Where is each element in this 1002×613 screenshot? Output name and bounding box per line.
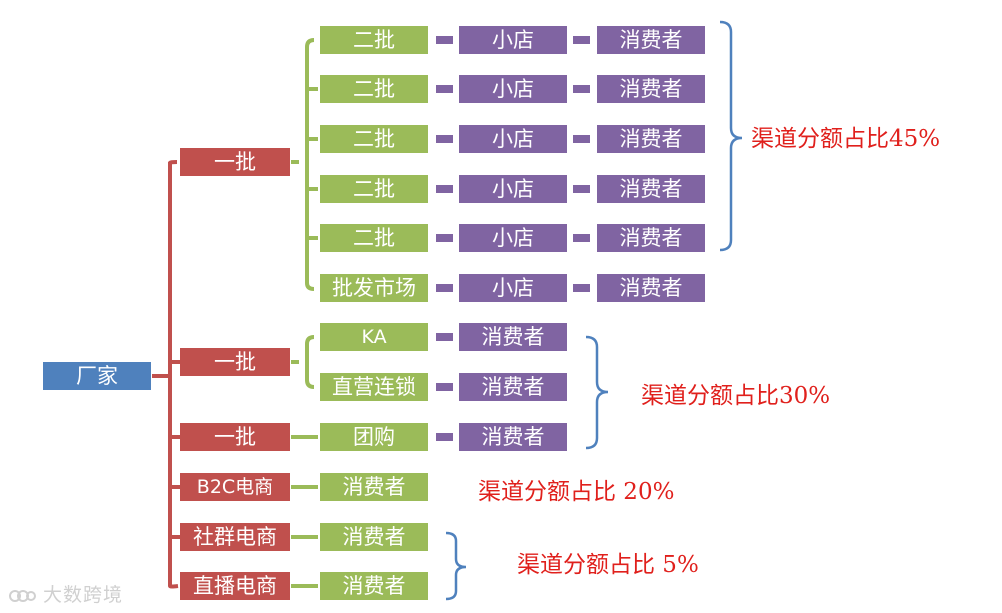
node-small-store: 小店 (459, 26, 567, 54)
node-livestream: 直播电商 (180, 572, 290, 600)
node-erpi: 二批 (320, 224, 428, 252)
share-label-45: 渠道分额占比45% (751, 126, 941, 152)
node-consumer: 消费者 (597, 125, 705, 153)
bracket-45 (719, 20, 743, 252)
node-group-buy: 团购 (320, 423, 428, 451)
node-yipi-3: 一批 (180, 423, 290, 451)
node-small-store: 小店 (459, 224, 567, 252)
node-consumer: 消费者 (320, 473, 428, 501)
node-erpi: 二批 (320, 75, 428, 103)
green-trunk-group1 (305, 38, 315, 291)
trunk-bottom-hook (168, 584, 179, 589)
node-consumer: 消费者 (320, 572, 428, 600)
node-wholesale-market: 批发市场 (320, 274, 428, 302)
node-consumer: 消费者 (459, 323, 567, 351)
node-small-store: 小店 (459, 274, 567, 302)
bracket-5 (445, 531, 467, 601)
watermark-text: 大数跨境 (43, 584, 124, 606)
bracket-30 (585, 335, 609, 450)
share-label-20: 渠道分额占比 20% (478, 479, 675, 505)
watermark-logo-icon (9, 589, 36, 602)
node-b2c: B2C电商 (180, 473, 290, 501)
node-direct-chain: 直营连锁 (320, 373, 428, 401)
node-consumer: 消费者 (597, 75, 705, 103)
node-erpi: 二批 (320, 175, 428, 203)
node-consumer: 消费者 (320, 523, 428, 551)
node-consumer: 消费者 (597, 26, 705, 54)
node-yipi-1: 一批 (180, 148, 290, 176)
node-ka: KA (320, 323, 428, 351)
watermark: 大数跨境 (8, 582, 123, 608)
root-manufacturer: 厂家 (43, 362, 151, 390)
node-small-store: 小店 (459, 175, 567, 203)
green-trunk-group2 (305, 335, 315, 389)
node-consumer: 消费者 (459, 423, 567, 451)
share-label-5: 渠道分额占比 5% (517, 552, 699, 578)
node-erpi: 二批 (320, 125, 428, 153)
node-small-store: 小店 (459, 125, 567, 153)
node-consumer: 消费者 (597, 224, 705, 252)
purple-connectors (436, 36, 590, 441)
node-consumer: 消费者 (597, 175, 705, 203)
node-consumer: 消费者 (459, 373, 567, 401)
node-small-store: 小店 (459, 75, 567, 103)
node-erpi: 二批 (320, 26, 428, 54)
node-consumer: 消费者 (597, 274, 705, 302)
share-label-30: 渠道分额占比30% (641, 383, 831, 409)
trunk-top-hook (168, 160, 178, 165)
node-yipi-2: 一批 (180, 348, 290, 376)
node-community: 社群电商 (180, 523, 290, 551)
